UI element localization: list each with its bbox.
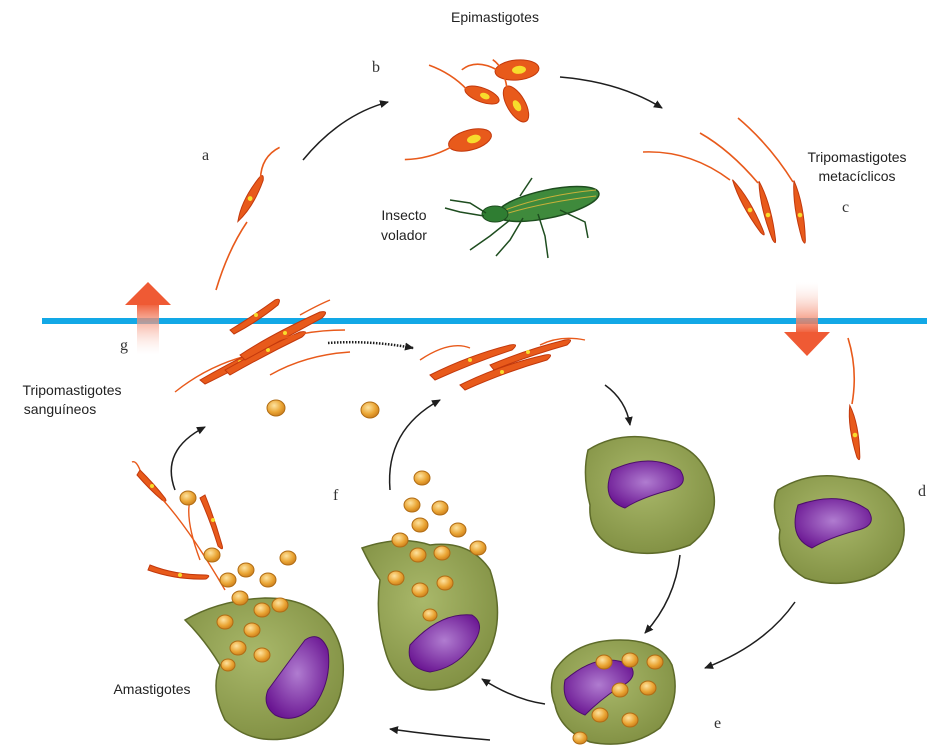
arrow-b-to-c: [560, 77, 662, 108]
trypomastigote-left-burst: [132, 462, 225, 590]
arrow-g-to-cells: [328, 342, 413, 348]
host-cell-icon: [185, 437, 904, 744]
label-insecto-volador-2: volador: [381, 227, 427, 243]
arrow-bottom: [390, 729, 490, 740]
label-insecto-volador-1: Insecto: [381, 207, 426, 223]
trypomastigote-g-cluster: [175, 299, 350, 392]
trypomastigote-right-cluster: [420, 338, 585, 390]
label-amastigotes: Amastigotes: [113, 681, 190, 697]
arrow-to-cell-1: [605, 385, 630, 425]
label-epimastigotes: Epimastigotes: [451, 9, 539, 25]
trypomastigote-d: [846, 405, 862, 460]
arrow-cell2-to-cell3: [705, 602, 795, 668]
host-cell-1: [585, 437, 714, 554]
label-tripomastigotes-sanguineos-2: sanguíneos: [24, 401, 96, 417]
letter-f: f: [333, 487, 339, 504]
host-cell-2: [774, 476, 904, 584]
epimastigote-4: [423, 65, 502, 108]
trypomastigote-a: [234, 144, 282, 223]
epimastigote-2: [461, 58, 539, 85]
label-tripomastigotes-metaciclicos-2: metacíclicos: [818, 168, 895, 184]
insect-icon: [445, 178, 602, 258]
letter-b: b: [372, 59, 380, 76]
letter-d: d: [918, 483, 926, 500]
letter-e: e: [714, 715, 721, 732]
letter-g: g: [120, 337, 128, 354]
letter-a: a: [202, 147, 209, 164]
arrow-a-to-b: [303, 102, 388, 160]
letter-c: c: [842, 199, 849, 216]
trypomastigote-c2: [755, 180, 778, 243]
arrow-left-up: [171, 427, 205, 490]
arrow-cell3-to-burst2: [482, 679, 545, 704]
label-tripomastigotes-sanguineos-1: Tripomastigotes: [22, 382, 121, 398]
label-tripomastigotes-metaciclicos-1: Tripomastigotes: [807, 149, 906, 165]
host-cell-burst-left: [185, 598, 343, 740]
arrow-cell1-to-cell3: [645, 555, 680, 633]
epimastigote-1: [402, 125, 494, 168]
trypomastigote-c3: [790, 180, 808, 244]
